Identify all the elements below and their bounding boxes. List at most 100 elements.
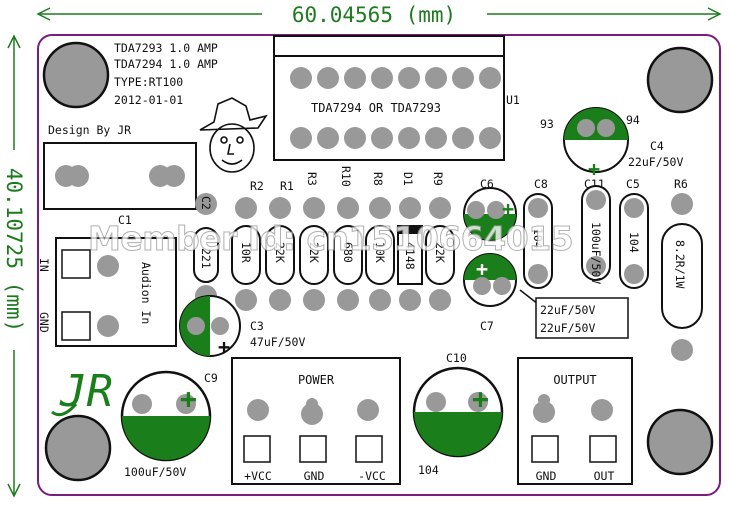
power-pin-gnd: GND [304,469,325,483]
chip-label: TDA7294 OR TDA7293 [311,101,441,115]
cowboy-face-drawing [199,97,268,173]
r9-value: 22K [433,242,447,263]
c3-value: 47uF/50V [250,335,305,349]
c9-value: 100uF/50V [124,465,186,479]
output-connector: OUTPUT GND OUT [517,357,633,485]
chip-pins-bottom [290,127,501,149]
mounting-hole-bottom-left [44,414,112,482]
c4-ref: C4 [650,139,664,153]
c8-ref: C8 [534,177,548,191]
designer-credit: Design By JR [48,123,131,137]
svg-text:+: + [472,382,489,415]
jr-logo-text: JR [59,366,113,417]
capacitor-c11: C10 + 104 [412,351,504,477]
capacitor-c7: + C7 [463,253,517,333]
mounting-holes [42,41,714,482]
capacitor-c6: C6 + [463,177,517,241]
heatsink-footprint [43,142,197,210]
resistor-r10: R10 680 [333,166,363,311]
r10-value: 680 [341,242,355,263]
capacitor-c2: C2 221 [193,193,219,307]
r8-ref: R8 [371,172,385,186]
output-pin-out: OUT [594,469,615,483]
r2-value: 10R [239,242,253,263]
c5-value: 104 [627,232,641,253]
input-in-label: IN [37,258,51,272]
pin-93: 93 [540,117,554,131]
power-connector: POWER +VCC GND -VCC [231,357,401,485]
height-dimension-label: 40.10725 (mm) [2,168,26,332]
r2-ref: R2 [250,179,264,193]
c7-note: 22uF/50V [540,321,595,335]
output-pin-gnd: GND [536,469,557,483]
c11-ref: C10 [446,351,467,365]
c9-ref: C9 [204,371,218,385]
pin-94: 94 [626,113,640,127]
mounting-hole-bottom-right [646,408,714,476]
chip-u1: TDA7294 OR TDA7293 U1 [273,35,520,161]
height-dimension: 40.10725 (mm) [2,34,26,498]
c8-value: 104 [531,228,545,249]
c1-ref: C1 [118,213,132,227]
r6-value: 8.2R/1W [673,240,687,289]
power-title: POWER [298,373,335,387]
d1-value: 4148 [403,242,417,270]
resistor-r1: R1 22K [265,179,295,311]
capacitor-c5: C5 104 [619,177,649,289]
resistor-r3: R3 22K [299,172,329,311]
c6-c7-note: 22uF/50V 22uF/50V [519,289,629,339]
svg-text:+: + [218,335,230,359]
capacitor-c3: + C3 47uF/50V [179,295,305,359]
capacitor-c9: C9 + 100uF/50V [120,370,218,479]
r9-ref: R9 [431,172,445,186]
svg-text:+: + [588,157,600,181]
title-line-1: TDA7293 1.0 AMP [114,41,218,55]
chip-ref: U1 [506,93,520,107]
input-gnd-label: GND [37,312,51,333]
title-line-2: TDA7294 1.0 AMP [114,57,218,71]
c2-value: 221 [199,248,213,269]
power-pin-vcc-neg: -VCC [358,469,386,483]
title-block: TDA7293 1.0 AMP TDA7294 1.0 AMP TYPE:RT1… [48,41,218,137]
r8-value: 10K [373,242,387,263]
svg-text:+: + [476,257,488,281]
c6-note: 22uF/50V [540,303,595,317]
c3-ref: C3 [250,319,264,333]
resistor-r9: R9 22K [425,172,455,311]
width-dimension-label: 60.04565 (mm) [292,3,456,27]
diode-d1: D1 4148 [397,172,423,311]
r3-value: 22K [307,242,321,263]
title-line-4: 2012-01-01 [114,93,183,107]
r6-ref: R6 [674,177,688,191]
c10-value: 100uF/50V [589,222,603,284]
resistor-r8: R8 10K [365,172,395,311]
svg-text:+: + [502,197,514,221]
mounting-hole-top-right [646,46,714,114]
resistor-array: R2 10R R1 22K R3 22K R10 680 [231,166,455,311]
output-title: OUTPUT [553,373,596,387]
c7-ref: C7 [480,319,494,333]
resistor-r6: R6 8.2R/1W [661,177,703,361]
jr-logo: JR [51,366,113,417]
power-pin-vcc-pos: +VCC [244,469,272,483]
r10-ref: R10 [339,166,353,187]
svg-text:+: + [180,382,197,415]
d1-ref: D1 [401,172,415,186]
capacitor-c8: C8 104 [523,177,553,289]
chip-pins-top [290,67,501,89]
input-audion-label: Audion In [139,262,153,324]
input-connector: IN GND Audion In C1 [37,213,177,347]
capacitor-c4: 93 94 + C4 22uF/50V [540,107,683,181]
c5-ref: C5 [626,177,640,191]
c11-value: 104 [418,463,439,477]
resistor-r2: R2 10R [231,179,264,311]
r3-ref: R3 [305,172,319,186]
mounting-hole-top-left [42,41,110,109]
title-line-3: TYPE:RT100 [114,75,183,89]
c4-value: 22uF/50V [628,155,683,169]
width-dimension: 60.04565 (mm) [36,2,722,27]
r1-value: 22K [273,242,287,263]
watermark-text: Member Id: cn1510664015 [88,219,573,258]
